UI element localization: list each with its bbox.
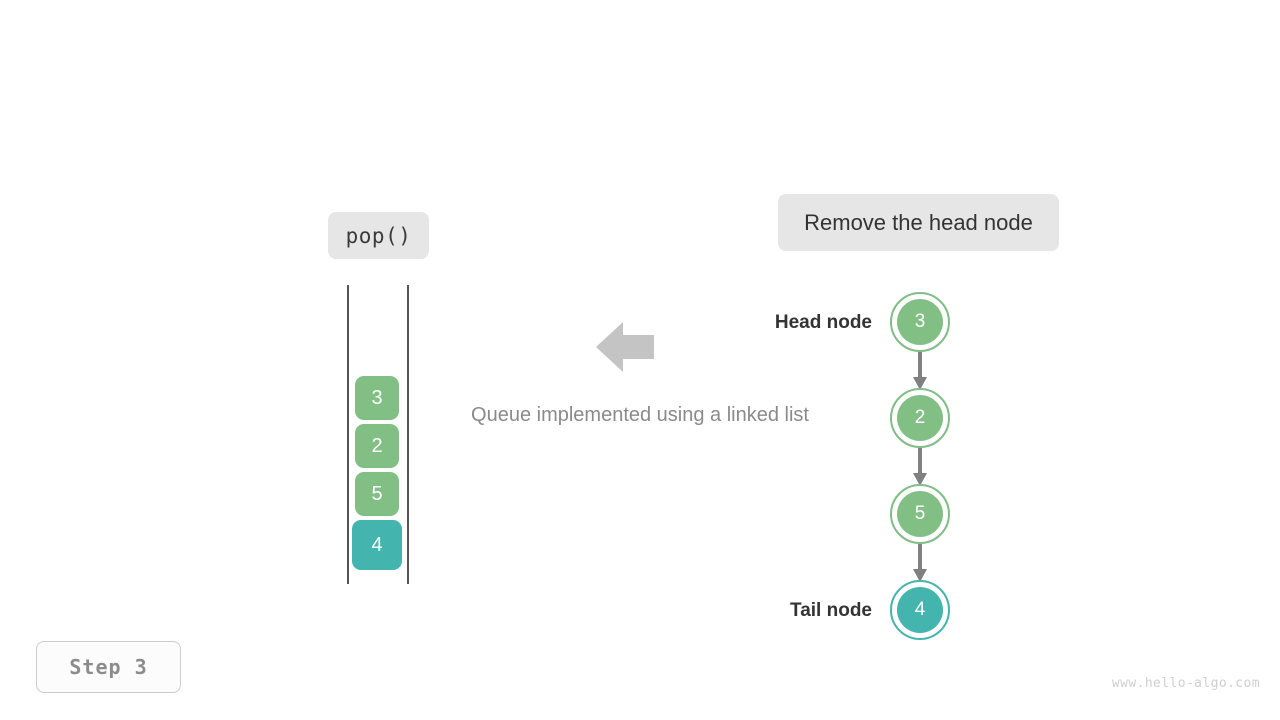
queue-cell: 4 [352,520,402,570]
linked-list-node-value: 3 [897,299,943,345]
linked-list-node-value: 2 [897,395,943,441]
queue-rail-right [407,285,409,584]
tail-node-label: Tail node [790,600,872,621]
linked-list-link-arrow-icon [910,448,930,488]
linked-list-node-value: 4 [897,587,943,633]
queue-caption: Queue implemented using a linked list [471,404,809,426]
linked-list-node: 5 [890,484,950,544]
operation-chip: pop() [328,212,429,259]
queue-cell-value: 2 [371,434,383,457]
arrow-left-icon [596,322,654,372]
action-description-chip: Remove the head node [778,194,1059,251]
linked-list-link-arrow-icon [910,352,930,392]
queue-cell-value: 5 [371,482,383,505]
queue-cell-value: 3 [371,386,383,409]
linked-list-node: 3 [890,292,950,352]
linked-list-node: 4 [890,580,950,640]
queue-rail-left [347,285,349,584]
queue-visual: 4 5 2 3 [340,280,420,590]
step-badge: Step 3 [36,641,181,693]
queue-cell-value: 4 [371,533,383,556]
watermark: www.hello-algo.com [1111,676,1260,691]
linked-list-visual: 3 2 5 4 Head node Tail node [740,280,1000,650]
queue-cell: 3 [355,376,399,420]
queue-cell-list: 4 5 2 3 [340,280,420,590]
linked-list-link-arrow-icon [910,544,930,584]
linked-list-node-value: 5 [897,491,943,537]
queue-cell: 2 [355,424,399,468]
linked-list-node: 2 [890,388,950,448]
queue-cell: 5 [355,472,399,516]
head-node-label: Head node [774,312,872,333]
